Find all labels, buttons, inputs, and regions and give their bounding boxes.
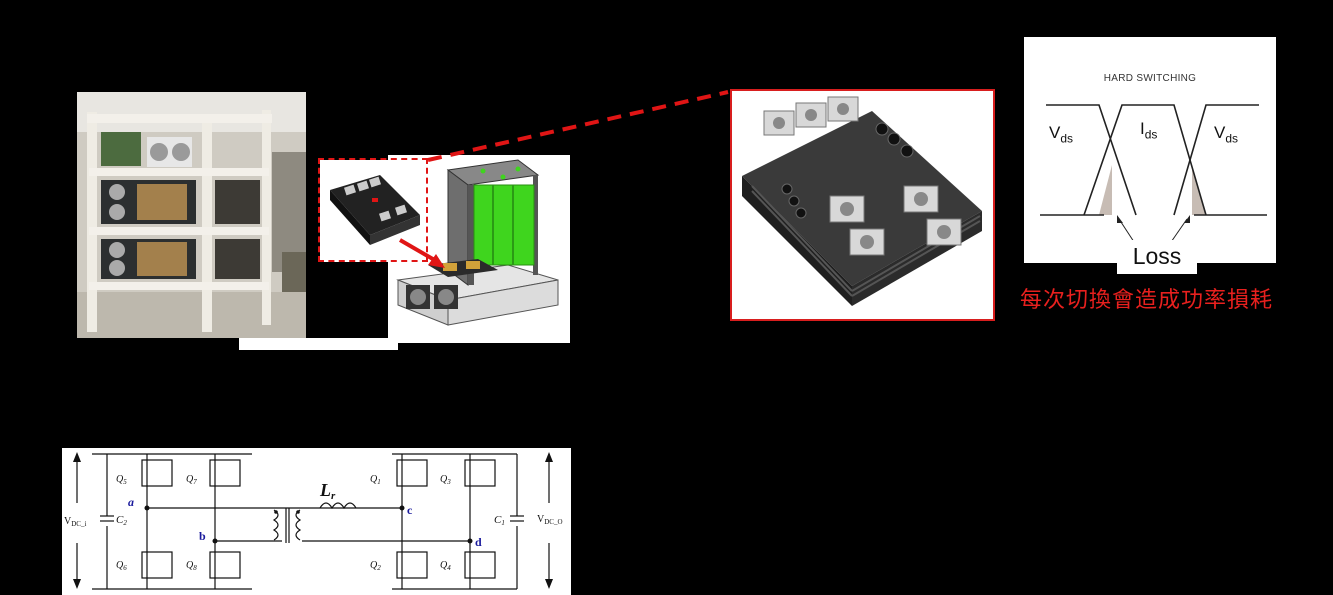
vds-waveform-right	[1173, 104, 1259, 216]
node-c-label: c	[407, 503, 413, 517]
hard-switching-diagram: HARD SWITCHING Vds Ids Vds	[1024, 37, 1276, 263]
c1-label: C1	[494, 514, 505, 527]
node-d-label: d	[475, 535, 482, 549]
q1-label: Q1	[370, 474, 381, 486]
vds-label-left: Vds	[1049, 123, 1074, 146]
vin-label: VDC_i	[64, 516, 86, 528]
ids-label: Ids	[1140, 119, 1158, 142]
igbt-module-zoom-image	[730, 89, 995, 321]
dab-converter-schematic: VDC_i VDC_O C2 C1 Lr a b c d Q5 Q7 Q6 Q8…	[62, 448, 571, 595]
lr-label: Lr	[319, 480, 336, 502]
photo-caption-strip	[239, 338, 398, 350]
loss-label-box: Loss	[1117, 240, 1197, 274]
vds-label-right: Vds	[1214, 123, 1239, 146]
q5-label: Q5	[116, 474, 127, 486]
q7-label: Q7	[186, 474, 197, 486]
zoom-dashed-connector	[427, 90, 729, 162]
q8-label: Q8	[186, 560, 197, 572]
node-a-label: a	[128, 495, 134, 509]
q2-label: Q2	[370, 560, 381, 572]
red-arrow-shaft	[398, 238, 440, 264]
converter-rack-photo	[77, 92, 306, 338]
q4-label: Q4	[440, 560, 451, 572]
switching-loss-caption: 每次切換會造成功率損耗	[1020, 288, 1274, 313]
loss-label: Loss	[1132, 243, 1182, 269]
q3-label: Q3	[440, 474, 451, 486]
small-igbt-module-image	[320, 160, 428, 262]
red-arrow-head	[428, 254, 445, 268]
q6-label: Q6	[116, 560, 127, 572]
vds-waveform-left	[1046, 104, 1137, 216]
zoom-source-dashed-box	[318, 158, 428, 262]
loss-area-left	[1099, 165, 1112, 215]
c2-label: C2	[116, 514, 127, 527]
hard-switching-title: HARD SWITCHING	[1103, 73, 1197, 84]
vout-label: VDC_O	[537, 514, 563, 526]
node-b-label: b	[199, 529, 206, 543]
